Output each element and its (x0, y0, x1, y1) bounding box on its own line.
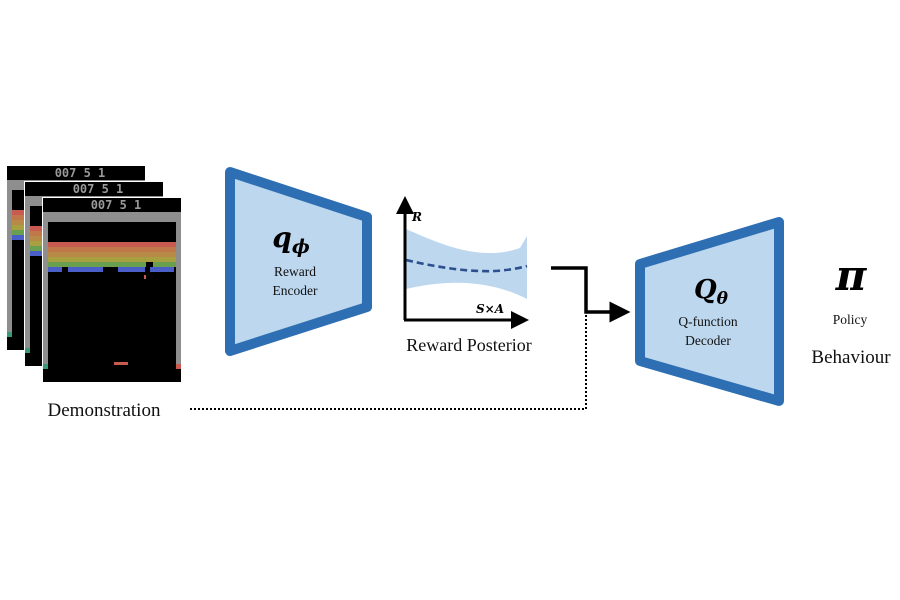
demonstration-frames: 007 5 1 007 5 1 007 5 1 (6, 165, 182, 383)
frame-background (43, 198, 181, 382)
y-axis-label: R (411, 210, 422, 224)
brick (150, 267, 162, 272)
policy-symbol: π (835, 251, 868, 300)
brick-row (48, 252, 176, 257)
policy-output: π Policy Behaviour (811, 251, 891, 368)
frame-left-wall (25, 196, 30, 352)
brick (68, 267, 103, 272)
svg-text:Qθ: Qθ (694, 275, 729, 309)
frame-score: 007 5 1 (73, 182, 124, 196)
frame-left-wall-tip (25, 348, 30, 353)
decoder-trapezoid (635, 217, 784, 406)
brick (12, 235, 26, 240)
behaviour-label: Behaviour (811, 347, 891, 368)
frame-left-wall (43, 212, 48, 368)
posterior-label: Reward Posterior (406, 335, 531, 355)
encoder-trapezoid (225, 167, 372, 356)
frame-left-wall-tip (7, 332, 12, 337)
encoder-symbol: q (272, 221, 292, 254)
posterior-to-decoder-arrow (551, 266, 631, 323)
brick-row (153, 262, 176, 267)
posterior-mean-line (405, 258, 528, 273)
demonstration-label: Demonstration (48, 400, 161, 421)
brick-row (48, 247, 176, 252)
encoder-line2: Encoder (273, 283, 318, 298)
frame-score: 007 5 1 (91, 198, 142, 212)
q-function-decoder-block: Qθ Q-function Decoder (635, 217, 784, 406)
decoder-symbol: Q (694, 275, 717, 305)
brick-row (48, 257, 176, 262)
frame-right-wall-tip (176, 364, 181, 369)
frame-left-wall (7, 180, 12, 336)
x-axis-label: S×A (476, 302, 504, 316)
brick (161, 267, 174, 272)
svg-text:qϕ: qϕ (272, 221, 310, 258)
brick-row (48, 242, 176, 247)
decoder-line2: Decoder (685, 333, 731, 348)
brick (48, 267, 62, 272)
ball (144, 275, 146, 279)
decoder-line1: Q-function (678, 314, 737, 329)
brick-row (48, 262, 146, 267)
demonstration-dotted-connector (190, 314, 587, 410)
frame-left-wall-tip (43, 364, 48, 369)
policy-label: Policy (833, 312, 868, 327)
frame-right-wall (176, 212, 181, 368)
frame-score: 007 5 1 (55, 166, 106, 180)
reward-encoder-block: qϕ Reward Encoder (225, 167, 372, 356)
encoder-subscript: ϕ (292, 236, 310, 258)
posterior-uncertainty-band (406, 229, 527, 299)
frame-top-wall (43, 212, 181, 222)
demonstration-frame: 007 5 1 (42, 197, 182, 383)
brick (30, 251, 44, 256)
paddle (114, 362, 128, 365)
decoder-subscript: θ (717, 289, 729, 309)
reward-posterior-plot: R S×A Reward Posterior (396, 196, 532, 355)
encoder-line1: Reward (274, 264, 316, 279)
brick (118, 267, 145, 272)
